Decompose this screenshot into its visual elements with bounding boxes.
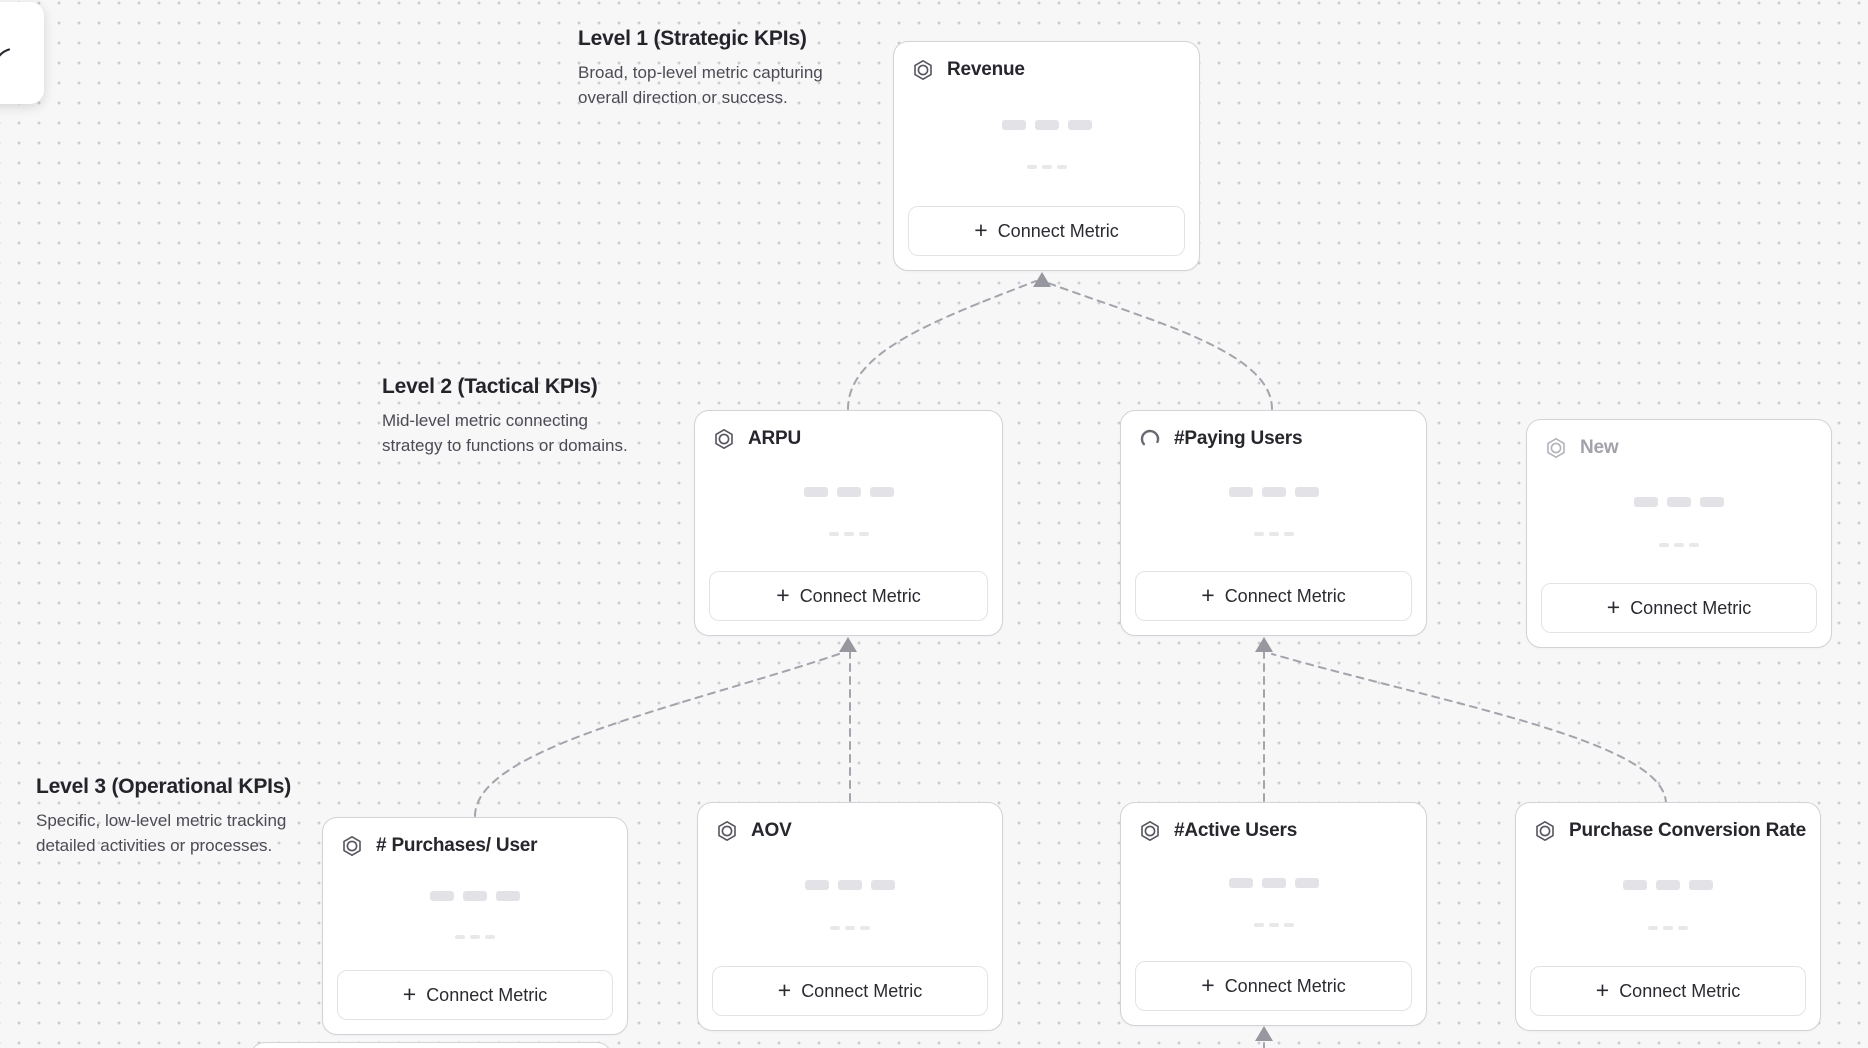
- skeleton-bars: [803, 487, 894, 498]
- metric-hexagon-icon: [912, 59, 934, 81]
- skeleton-bars: [1228, 878, 1319, 889]
- card-header: # Purchases/ User: [323, 818, 627, 857]
- level-3-label: Level 3 (Operational KPIs) Specific, low…: [36, 774, 336, 858]
- level-2-description: Mid-level metric connecting strategy to …: [382, 411, 628, 455]
- skeleton-dashes: [830, 925, 870, 930]
- connector-edge-purchase-conversion-rate-to-paying-users: [1271, 653, 1667, 805]
- connect-metric-button[interactable]: + Connect Metric: [709, 571, 988, 621]
- plus-icon: +: [1201, 581, 1215, 608]
- card-header: Revenue: [894, 42, 1199, 81]
- skeleton-dashes: [828, 531, 869, 536]
- connect-metric-button[interactable]: + Connect Metric: [337, 970, 613, 1020]
- connect-metric-button[interactable]: + Connect Metric: [1530, 966, 1806, 1016]
- card-purchases-per-user[interactable]: # Purchases/ User + Connect Metric: [322, 817, 628, 1035]
- level-1-label: Level 1 (Strategic KPIs) Broad, top-leve…: [578, 26, 846, 110]
- card-title: Revenue: [947, 59, 1025, 80]
- level-2-label: Level 2 (Tactical KPIs) Mid-level metric…: [382, 374, 640, 458]
- metric-hexagon-icon: [1534, 820, 1556, 842]
- connect-metric-label: Connect Metric: [1619, 980, 1741, 1001]
- connect-metric-label: Connect Metric: [799, 585, 921, 606]
- arrowhead-paying-users: [1255, 637, 1273, 652]
- card-purchase-conversion-rate[interactable]: Purchase Conversion Rate + Connect Metri…: [1515, 802, 1821, 1031]
- arrowhead-active-users: [1255, 1026, 1273, 1041]
- card-header: AOV: [698, 803, 1002, 842]
- arrowhead-revenue: [1033, 272, 1051, 287]
- spinner-icon: [1139, 428, 1161, 450]
- partial-card-offscreen[interactable]: [250, 1042, 612, 1048]
- card-new[interactable]: New + Connect Metric: [1526, 419, 1832, 648]
- plus-icon: +: [1201, 971, 1215, 998]
- card-active-users[interactable]: #Active Users + Connect Metric: [1120, 802, 1427, 1026]
- skeleton-dashes: [1253, 922, 1294, 927]
- plus-icon: +: [1606, 593, 1621, 620]
- card-header: ARPU: [695, 411, 1002, 450]
- skeleton-bars: [1228, 487, 1319, 498]
- skeleton-bars: [1634, 497, 1724, 508]
- card-header: #Active Users: [1121, 803, 1426, 842]
- card-header: New: [1527, 420, 1831, 459]
- skeleton-dashes: [1659, 542, 1699, 547]
- plus-icon: +: [777, 976, 792, 1003]
- connect-metric-label: Connect Metric: [1630, 597, 1752, 618]
- connect-metric-label: Connect Metric: [1224, 585, 1346, 606]
- skeleton-dashes: [1026, 165, 1067, 170]
- skeleton-dashes: [1648, 925, 1688, 930]
- skeleton-dashes: [455, 934, 495, 939]
- card-title: # Purchases/ User: [376, 835, 538, 856]
- metric-hexagon-icon: [1139, 820, 1161, 842]
- skeleton-dashes: [1253, 531, 1294, 536]
- level-1-title: Level 1 (Strategic KPIs): [578, 27, 807, 50]
- connect-metric-button[interactable]: + Connect Metric: [1135, 571, 1412, 621]
- connector-edge-arpu-to-revenue: [847, 280, 1037, 410]
- connector-edge-paying-users-to-revenue: [1047, 282, 1273, 410]
- skeleton-bars: [1623, 880, 1713, 891]
- card-paying-users[interactable]: #Paying Users + Connect Metric: [1120, 410, 1427, 636]
- connector-edge-purchases-per-user-to-arpu: [474, 652, 843, 817]
- connect-metric-button[interactable]: + Connect Metric: [1541, 583, 1817, 633]
- connect-metric-label: Connect Metric: [997, 220, 1119, 241]
- plus-icon: +: [402, 980, 417, 1007]
- metric-hexagon-icon: [716, 820, 738, 842]
- toolbar-chip[interactable]: [0, 2, 44, 104]
- level-3-description: Specific, low-level metric tracking deta…: [36, 811, 287, 855]
- card-header: Purchase Conversion Rate: [1516, 803, 1820, 842]
- skeleton-bars: [430, 891, 520, 902]
- plus-icon: +: [776, 581, 790, 608]
- card-title: AOV: [751, 820, 792, 841]
- card-title: #Active Users: [1174, 820, 1298, 841]
- connect-metric-label: Connect Metric: [801, 980, 923, 1001]
- connect-metric-button[interactable]: + Connect Metric: [908, 206, 1185, 256]
- connect-metric-button[interactable]: + Connect Metric: [712, 966, 988, 1016]
- level-1-description: Broad, top-level metric capturing overal…: [578, 63, 823, 107]
- plus-icon: +: [1595, 976, 1610, 1003]
- card-title: New: [1580, 437, 1619, 458]
- metric-hexagon-icon: [1545, 437, 1567, 459]
- card-aov[interactable]: AOV + Connect Metric: [697, 802, 1003, 1031]
- card-header: #Paying Users: [1121, 411, 1426, 450]
- card-title: ARPU: [748, 428, 802, 449]
- metric-hexagon-icon: [713, 428, 735, 450]
- card-title: #Paying Users: [1174, 428, 1303, 449]
- plus-icon: +: [974, 216, 988, 243]
- arrowhead-arpu: [839, 637, 857, 652]
- skeleton-bars: [1001, 119, 1092, 130]
- metric-hexagon-icon: [341, 835, 363, 857]
- level-3-title: Level 3 (Operational KPIs): [36, 775, 292, 798]
- connect-metric-label: Connect Metric: [426, 984, 548, 1005]
- skeleton-bars: [805, 880, 895, 891]
- connect-metric-label: Connect Metric: [1224, 975, 1346, 996]
- level-2-title: Level 2 (Tactical KPIs): [382, 375, 598, 398]
- card-arpu[interactable]: ARPU + Connect Metric: [694, 410, 1003, 636]
- card-title: Purchase Conversion Rate: [1569, 820, 1807, 841]
- cursor-icon: [0, 48, 11, 57]
- card-revenue[interactable]: Revenue + Connect Metric: [893, 41, 1200, 271]
- connect-metric-button[interactable]: + Connect Metric: [1135, 961, 1412, 1011]
